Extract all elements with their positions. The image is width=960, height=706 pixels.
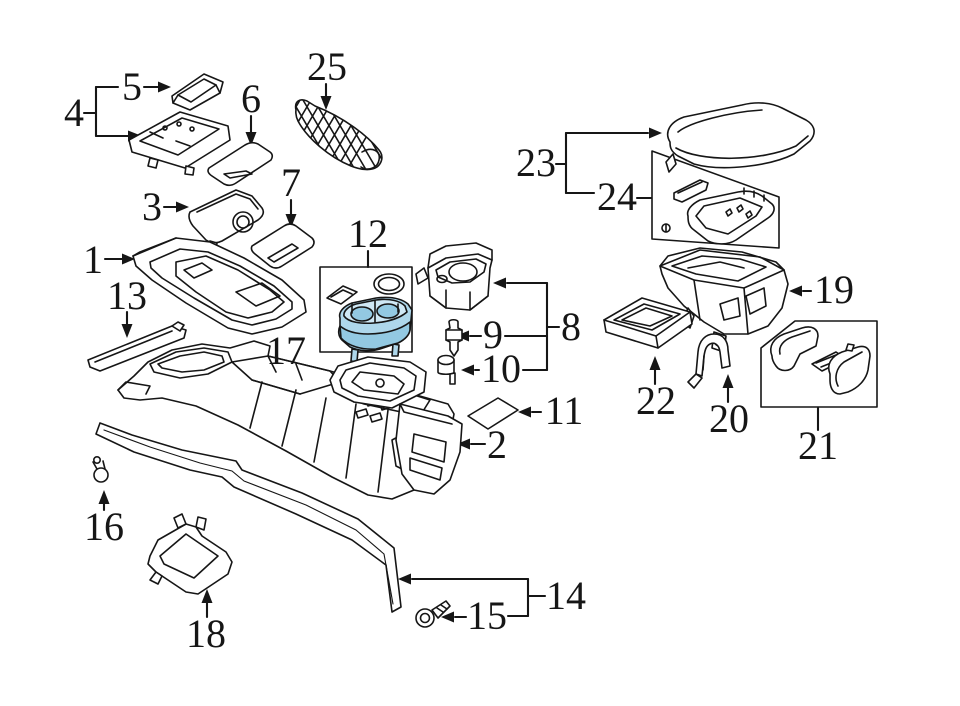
part-callout-21[interactable]: 21 (798, 423, 838, 468)
part-callout-11[interactable]: 11 (544, 388, 584, 433)
part-callout-23[interactable]: 23 (516, 140, 556, 185)
part-3-art[interactable] (188, 189, 265, 250)
part-8-art[interactable] (415, 242, 493, 311)
part-callout-24[interactable]: 24 (597, 174, 637, 219)
part-callout-16[interactable]: 16 (84, 504, 124, 549)
part-callout-8[interactable]: 8 (561, 304, 581, 349)
part-callout-25[interactable]: 25 (307, 44, 347, 89)
part-21-art[interactable] (760, 320, 878, 408)
part-4-art[interactable] (128, 111, 231, 176)
part-11-art[interactable] (467, 397, 519, 430)
part-2-art[interactable] (395, 403, 463, 495)
part-callout-9[interactable]: 9 (483, 312, 503, 357)
part-7-art[interactable] (250, 223, 315, 269)
part-callout-22[interactable]: 22 (636, 378, 676, 423)
part-callout-17[interactable]: 17 (266, 328, 306, 373)
part-22-art[interactable] (603, 297, 693, 349)
part-12-art[interactable] (319, 266, 413, 363)
part-callout-3[interactable]: 3 (142, 184, 162, 229)
part-callout-18[interactable]: 18 (186, 611, 226, 656)
part-19-art[interactable] (659, 247, 789, 353)
part-20-art[interactable] (687, 333, 731, 389)
part-12-highlighted-cupholder[interactable] (337, 296, 413, 363)
part-callout-4[interactable]: 4 (64, 90, 84, 135)
part-5-art[interactable] (171, 73, 224, 111)
part-23-art[interactable] (666, 102, 815, 169)
part-callout-5[interactable]: 5 (122, 64, 142, 109)
part-14-art[interactable] (95, 422, 402, 613)
part-25-art[interactable] (260, 99, 388, 171)
part-24-art[interactable] (651, 150, 780, 249)
part-callout-6[interactable]: 6 (241, 76, 261, 121)
part-18-art[interactable] (147, 513, 233, 595)
part-callout-19[interactable]: 19 (814, 267, 854, 312)
part-callout-2[interactable]: 2 (487, 422, 507, 467)
part-10-art[interactable] (437, 354, 456, 385)
part-15-art[interactable] (415, 600, 451, 628)
part-12-pad (326, 285, 358, 305)
part-callout-10[interactable]: 10 (481, 346, 521, 391)
part-callout-20[interactable]: 20 (709, 396, 749, 441)
part-1-art[interactable] (132, 237, 307, 335)
part-callout-14[interactable]: 14 (546, 573, 586, 618)
part-9-art[interactable] (445, 318, 463, 357)
part-17-art[interactable] (117, 340, 463, 500)
part-callout-12[interactable]: 12 (348, 211, 388, 256)
leader-lines (82, 81, 820, 623)
part-6-art[interactable] (207, 141, 274, 187)
part-16-art[interactable] (92, 455, 109, 483)
part-callout-1[interactable]: 1 (83, 237, 103, 282)
part-13-art[interactable] (87, 321, 187, 372)
part-callout-7[interactable]: 7 (281, 160, 301, 205)
part-callout-15[interactable]: 15 (467, 593, 507, 638)
part-callout-13[interactable]: 13 (107, 273, 147, 318)
